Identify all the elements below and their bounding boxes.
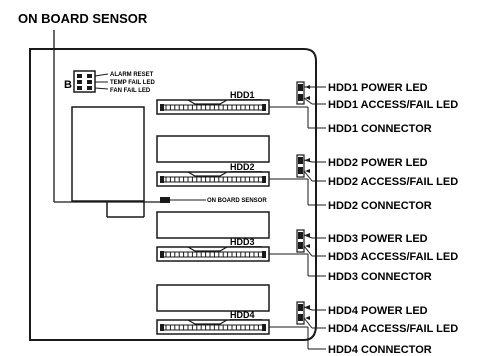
diagram-title: ON BOARD SENSOR	[18, 11, 148, 26]
hdd-bay-3: HDD3 HDD3 POWER LED HDD3 ACCESS/FAIL LED HD…	[156, 211, 458, 283]
hdd2-connector-label: HDD2 CONNECTOR	[328, 200, 432, 212]
header-item-alarm-reset: ALARM RESET	[110, 72, 154, 78]
header-b: B ALARM RESET TEMP FAIL LED FAN FAIL LED	[64, 70, 155, 94]
hdd4-access-fail-led-label: HDD4 ACCESS/FAIL LED	[328, 323, 458, 335]
hdd3-access-fail-led-label: HDD3 ACCESS/FAIL LED	[328, 251, 458, 263]
hdd3-connector-label: HDD3 CONNECTOR	[328, 271, 432, 283]
hdd2-led-pair	[296, 154, 305, 178]
hdd-bay-4: HDD4 HDD4 POWER LED HDD4 ACCESS/FAIL LED HD…	[156, 284, 458, 356]
hdd1-led-pair	[296, 81, 305, 105]
hdd-bay-2: HDD2 HDD2 POWER LED HDD2 ACCESS/FAIL LED HD…	[156, 135, 458, 212]
header-letter: B	[64, 79, 72, 91]
hdd1-access-fail-led-label: HDD1 ACCESS/FAIL LED	[328, 99, 458, 111]
hdd2-connector	[156, 171, 270, 187]
hdd-bay-2-outline	[156, 135, 270, 163]
hdd4-connector	[156, 319, 270, 335]
hdd3-led-pair	[296, 229, 305, 253]
board-outline	[29, 48, 317, 341]
hdd4-power-led-label: HDD4 POWER LED	[328, 305, 428, 317]
hdd1-connector-label: HDD1 CONNECTOR	[328, 123, 432, 135]
hdd3-slot-label: HDD3	[230, 237, 255, 247]
sensor-label: ON BOARD SENSOR	[207, 198, 267, 204]
on-board-sensor: ON BOARD SENSOR	[160, 197, 267, 204]
hdd3-connector	[156, 246, 270, 262]
hdd3-power-led-label: HDD3 POWER LED	[328, 233, 428, 245]
hdd4-connector-label: HDD4 CONNECTOR	[328, 344, 432, 356]
hdd2-access-fail-led-label: HDD2 ACCESS/FAIL LED	[328, 176, 458, 188]
hdd-bay-4-outline	[156, 284, 270, 312]
hdd1-connector	[156, 99, 270, 115]
header-item-fan-fail-led: FAN FAIL LED	[110, 88, 151, 94]
hdd1-slot-label: HDD1	[230, 90, 255, 100]
hdd4-slot-label: HDD4	[230, 310, 255, 320]
hdd2-power-led-label: HDD2 POWER LED	[328, 157, 428, 169]
header-item-temp-fail-led: TEMP FAIL LED	[110, 80, 155, 86]
hdd-bay-3-outline	[156, 211, 270, 239]
hdd2-slot-label: HDD2	[230, 162, 255, 172]
hdd-bay-1: HDD1 HDD1 POWER LED HDD1 ACCESS/FAIL LED HD…	[156, 81, 458, 135]
hdd-bays: HDD1 HDD1 POWER LED HDD1 ACCESS/FAIL LED HD…	[156, 81, 458, 356]
hdd1-power-led-label: HDD1 POWER LED	[328, 82, 428, 94]
board-component	[71, 106, 145, 202]
hdd4-led-pair	[296, 301, 305, 325]
